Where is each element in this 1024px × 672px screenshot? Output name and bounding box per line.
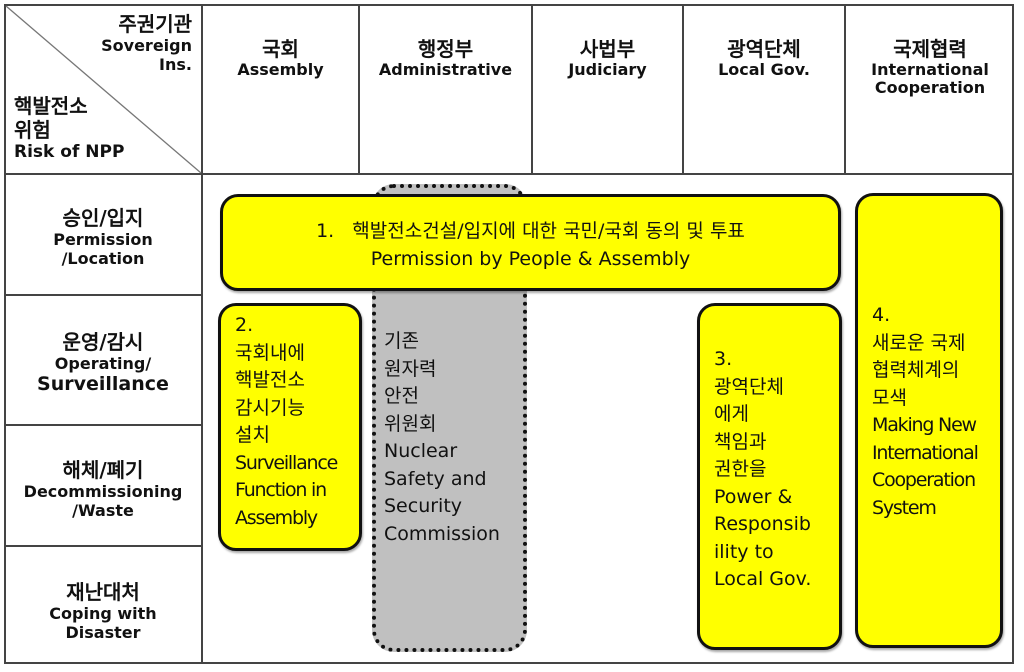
box-line: 기존 (384, 330, 419, 352)
box-line: 감시기능 (235, 396, 305, 419)
assembly-surveillance-box: 2. 국회내에 핵발전소 감시기능 설치 Surveillance Functi… (218, 303, 362, 551)
header-divider (4, 173, 1014, 175)
box-line: Safety and (384, 467, 487, 490)
row-label-en: /Location (61, 249, 145, 269)
box1-text: 1. 핵발전소건설/입지에 대한 국민/국회 동의 및 투표 Permissio… (223, 217, 838, 273)
box-line: 핵발전소 (235, 369, 305, 391)
row-label-en: Surveillance (37, 373, 169, 396)
box-line: 협력체계의 (872, 359, 960, 381)
box-line: Cooperation (872, 469, 976, 491)
box-line: Local Gov. (714, 568, 812, 590)
row-label-kr: 재난대처 (66, 580, 140, 604)
column-header-local-gov: 광역단체 Local Gov. (684, 38, 844, 79)
box-line: Surveillance (235, 451, 338, 474)
column-header-en: Local Gov. (718, 60, 810, 79)
corner-risk-label: 핵발전소 위험 Risk of NPP (14, 94, 124, 162)
corner-sovereign-label: 주권기관 Sovereign Ins. (101, 12, 192, 74)
column-header-en: Judiciary (568, 60, 647, 79)
column-divider (358, 4, 360, 174)
row-label-kr: 해체/폐기 (62, 458, 144, 482)
label-column-divider (201, 4, 203, 664)
corner-diagonal (5, 5, 202, 174)
column-divider (531, 4, 533, 174)
box-line: 원자력 (384, 357, 437, 380)
column-header-kr: 국회 (262, 37, 299, 61)
column-header-en: Assembly (237, 60, 324, 79)
row-label-operating: 운영/감시 Operating/ Surveillance (4, 330, 202, 396)
row-label-kr: 승인/입지 (62, 206, 144, 230)
row-divider (4, 545, 202, 547)
box-line: International (872, 441, 979, 464)
box-line: Making New (872, 414, 977, 436)
corner-top-en-2: Ins. (159, 55, 192, 75)
row-label-en: Coping with (49, 604, 157, 623)
row-label-kr: 운영/감시 (62, 330, 144, 354)
box-line: 새로운 국제 (872, 331, 966, 354)
box-line: 2. (235, 314, 254, 336)
row-label-en: Permission (53, 230, 153, 249)
permission-by-people-box: 1. 핵발전소건설/입지에 대한 국민/국회 동의 및 투표 Permissio… (220, 194, 841, 291)
box-line: 권한을 (714, 458, 767, 480)
corner-bottom-en: Risk of NPP (14, 142, 125, 162)
row-label-en: Disaster (65, 623, 141, 643)
box-line: 광역단체 (714, 375, 784, 398)
international-cooperation-box: 4. 새로운 국제 협력체계의 모색 Making New Internatio… (855, 193, 1003, 648)
box-line: Commission (384, 522, 500, 545)
box-line: 4. (872, 304, 891, 326)
corner-header: 주권기관 Sovereign Ins. 핵발전소 위험 Risk of NPP (6, 6, 200, 172)
corner-top-en-1: Sovereign (101, 36, 192, 55)
row-label-en: /Waste (72, 501, 134, 521)
box-line: 위원회 (384, 412, 437, 435)
box2-text: 2. 국회내에 핵발전소 감시기능 설치 Surveillance Functi… (235, 312, 338, 532)
box-line: 국회내에 (235, 341, 305, 364)
box-line: 설치 (235, 424, 270, 446)
column-header-en: International (871, 60, 989, 79)
box-line: System (872, 496, 937, 519)
box4-text: 4. 새로운 국제 협력체계의 모색 Making New Internatio… (872, 302, 979, 522)
box-line: 모색 (872, 386, 907, 409)
box-line: ility to (714, 540, 774, 563)
column-header-administrative: 행정부 Administrative (360, 38, 531, 79)
box-line: Power & (714, 485, 793, 508)
box-line: Assembly (235, 506, 318, 529)
column-header-international: 국제협력 International Cooperation (846, 38, 1014, 98)
box-line: Security (384, 495, 463, 517)
corner-bottom-kr-2: 위험 (14, 118, 51, 142)
box-line: 에게 (714, 403, 749, 425)
column-divider (682, 4, 684, 174)
box3-text: 3. 광역단체 에게 책임과 권한을 Power & Responsib ili… (714, 346, 811, 594)
column-divider (844, 4, 846, 174)
existing-commission-text: 기존 원자력 안전 위원회 Nuclear Safety and Securit… (384, 328, 500, 548)
row-label-permission: 승인/입지 Permission /Location (4, 206, 202, 268)
column-header-judiciary: 사법부 Judiciary (533, 38, 682, 79)
row-label-en: Decommissioning (23, 482, 183, 501)
box-line: 안전 (384, 385, 419, 407)
box-line: 책임과 (714, 430, 767, 453)
column-header-en: Administrative (378, 60, 513, 79)
matrix-table-frame (4, 4, 1014, 664)
box-line: Nuclear (384, 440, 458, 462)
box-line: Permission by People & Assembly (370, 248, 691, 270)
column-header-kr: 사법부 (579, 37, 636, 61)
row-divider (4, 424, 202, 426)
column-header-kr: 광역단체 (727, 37, 801, 61)
column-header-assembly: 국회 Assembly (203, 38, 358, 79)
box-line: Function in (235, 479, 327, 501)
column-header-en: Cooperation (874, 78, 986, 98)
column-header-kr: 행정부 (417, 37, 474, 61)
row-label-disaster: 재난대처 Coping with Disaster (4, 580, 202, 642)
box-line: Responsib (714, 513, 811, 535)
corner-bottom-kr-1: 핵발전소 (14, 94, 88, 118)
column-header-kr: 국제협력 (893, 37, 967, 61)
box-line: 3. (714, 348, 733, 370)
row-divider (4, 294, 202, 296)
row-label-decommissioning: 해체/폐기 Decommissioning /Waste (4, 458, 202, 520)
corner-top-kr: 주권기관 (118, 12, 192, 36)
box-line: 1. 핵발전소건설/입지에 대한 국민/국회 동의 및 투표 (316, 220, 745, 242)
local-gov-power-box: 3. 광역단체 에게 책임과 권한을 Power & Responsib ili… (697, 303, 842, 650)
row-label-en: Operating/ (54, 354, 152, 373)
